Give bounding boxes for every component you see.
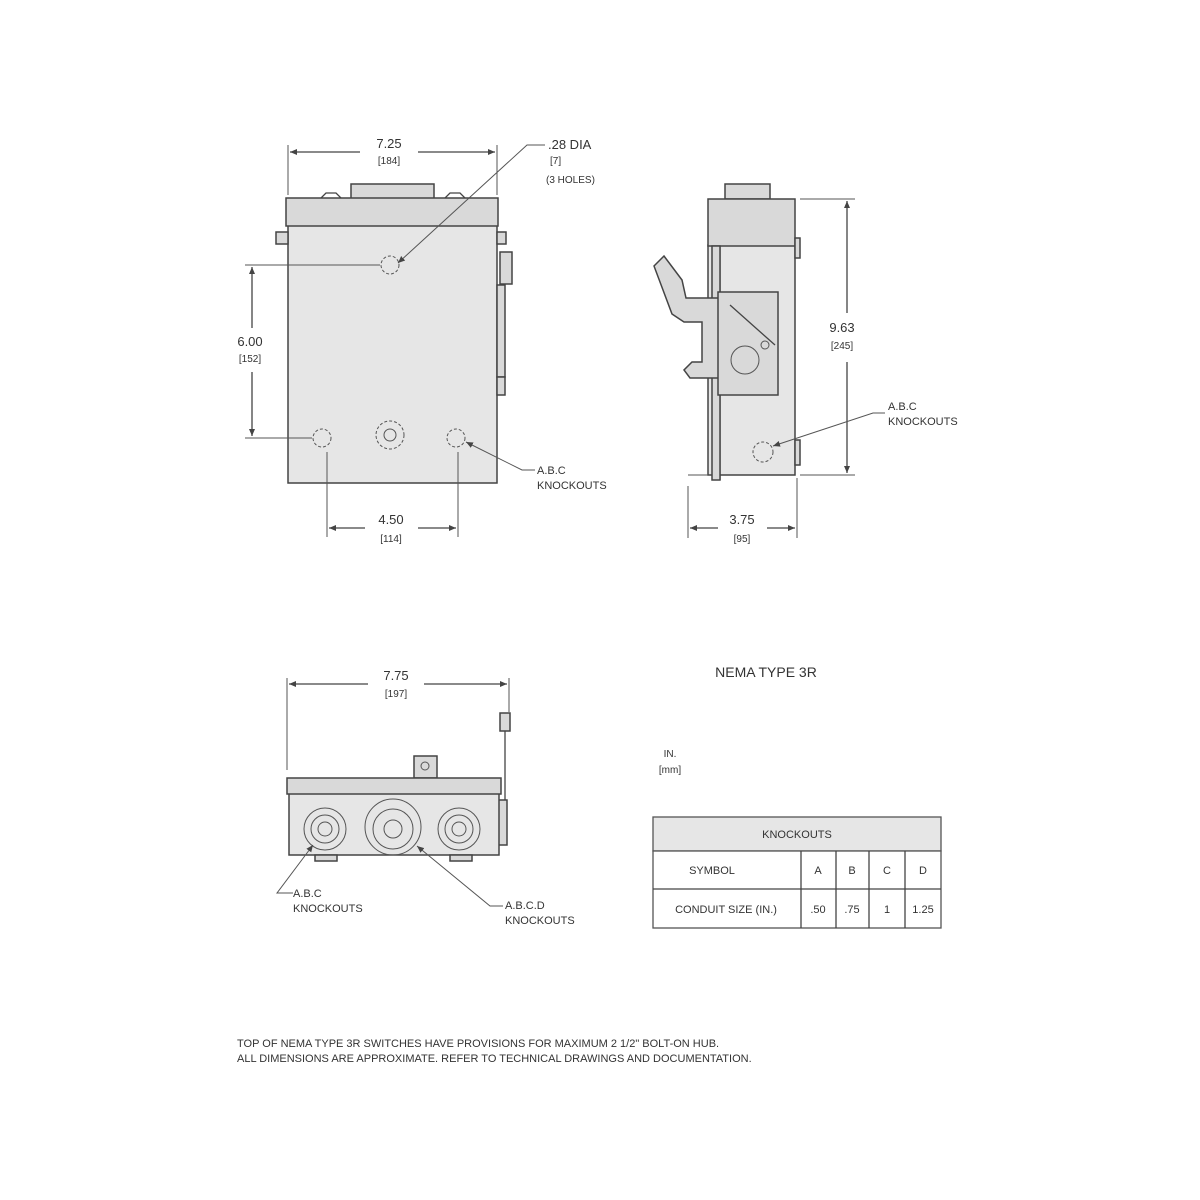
- mounting-hole-top: [380, 255, 400, 275]
- size-a: .50: [810, 904, 825, 916]
- front-knockout-label-1: A.B.C: [537, 465, 566, 477]
- knockouts-table: KNOCKOUTS SYMBOL CONDUIT SIZE (IN.) A B …: [652, 816, 942, 929]
- side-depth-in: 3.75: [729, 512, 754, 527]
- row-label-symbol: SYMBOL: [689, 865, 735, 877]
- operating-handle: [653, 254, 721, 379]
- knockout-front-right: [446, 428, 466, 448]
- symbol-b: B: [848, 865, 855, 877]
- hole-dia: .28 DIA: [548, 137, 592, 152]
- bottom-left-label-2: KNOCKOUTS: [293, 903, 363, 915]
- side-view: 9.63 [245] 3.75 [95] A.B.C KNOCKOUTS: [653, 183, 958, 545]
- enclosure-type-title: NEMA TYPE 3R: [715, 664, 817, 680]
- knockout-front-left: [312, 428, 332, 448]
- knockout-right: [437, 807, 481, 851]
- front-spacing-in: 4.50: [378, 512, 403, 527]
- front-spacing-mm: [114]: [380, 534, 402, 545]
- vent: [375, 420, 405, 450]
- hole-dia-mm: [7]: [550, 156, 561, 167]
- bottom-width-in: 7.75: [383, 668, 408, 683]
- front-view: 7.25 [184] .28 DIA [7] (3 HOLES) 6.00 [1…: [237, 136, 606, 545]
- symbol-d: D: [919, 865, 927, 877]
- symbol-c: C: [883, 865, 891, 877]
- knockout-left: [303, 807, 347, 851]
- row-label-conduit: CONDUIT SIZE (IN.): [675, 904, 777, 916]
- bottom-center-label-2: KNOCKOUTS: [505, 915, 575, 927]
- side-depth-mm: [95]: [734, 534, 751, 545]
- side-knockout-label-2: KNOCKOUTS: [888, 416, 958, 428]
- side-knockout: [752, 441, 774, 463]
- side-knockout-label-1: A.B.C: [888, 401, 917, 413]
- note-2: ALL DIMENSIONS ARE APPROXIMATE. REFER TO…: [237, 1053, 752, 1065]
- size-d: 1.25: [912, 904, 933, 916]
- note-1: TOP OF NEMA TYPE 3R SWITCHES HAVE PROVIS…: [237, 1038, 719, 1050]
- size-b: .75: [844, 904, 859, 916]
- knockout-center: [364, 798, 422, 856]
- front-knockout-label-2: KNOCKOUTS: [537, 480, 607, 492]
- units-in: IN.: [664, 749, 677, 760]
- table-title: KNOCKOUTS: [762, 829, 832, 841]
- front-width-mm: [184]: [378, 156, 400, 167]
- hole-count: (3 HOLES): [546, 175, 595, 186]
- side-height-in: 9.63: [829, 320, 854, 335]
- front-vertical-in: 6.00: [237, 334, 262, 349]
- size-c: 1: [884, 904, 890, 916]
- side-height-mm: [245]: [831, 341, 853, 352]
- front-width-in: 7.25: [376, 136, 401, 151]
- bottom-left-label-1: A.B.C: [293, 888, 322, 900]
- symbol-a: A: [814, 865, 822, 877]
- front-vertical-mm: [152]: [239, 354, 261, 365]
- bottom-view: 7.75 [197] A.B.C KNOCKOUTS A.B.C.D KNOCK…: [276, 668, 575, 927]
- bottom-center-label-1: A.B.C.D: [505, 900, 545, 912]
- units-mm: [mm]: [659, 765, 681, 776]
- bottom-width-mm: [197]: [385, 689, 407, 700]
